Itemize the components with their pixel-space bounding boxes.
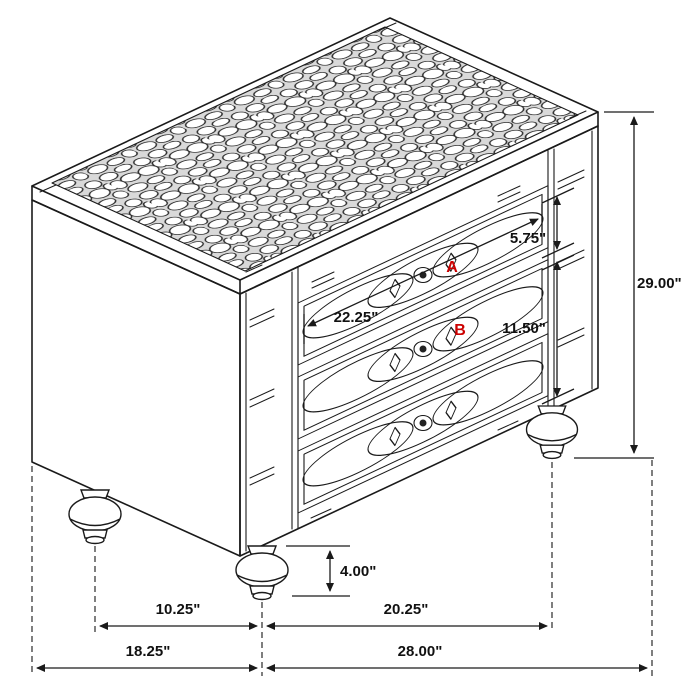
drawer-knob-middle (413, 340, 433, 358)
projection-guides (31, 460, 653, 676)
dim-label-front-foot-spacing: 20.25" (384, 601, 429, 618)
dim-lower-drawers: 11.50" (502, 254, 575, 405)
dim-label-overall-width: 28.00" (398, 643, 443, 660)
dim-label-overall-height: 29.00" (637, 275, 682, 292)
drawer-knob-bottom (413, 414, 433, 432)
dim-overall-height: 29.00" (574, 111, 682, 459)
marker-a: A (446, 259, 458, 276)
dim-label-top-drawer: 5.75" (510, 230, 546, 247)
dim-label-side-foot-spacing: 10.25" (156, 601, 201, 618)
dim-overall-width: 28.00" (266, 643, 648, 672)
dim-side-foot-spacing: 10.25" (99, 601, 258, 630)
dim-label-foot-height: 4.00" (340, 563, 376, 580)
top-surface (31, 17, 599, 281)
dim-label-drawer-width: 22.25" (334, 309, 379, 326)
dim-overall-depth: 18.25" (36, 643, 258, 672)
dim-foot-height: 4.00" (286, 545, 376, 597)
top-edge-band (31, 111, 599, 295)
drawer-bottom (297, 333, 549, 514)
dim-front-foot-spacing: 20.25" (266, 601, 548, 630)
dim-label-overall-depth: 18.25" (126, 643, 171, 660)
pebble-pattern (52, 27, 578, 271)
dim-label-lower-drawers: 11.50" (502, 320, 546, 337)
dim-drawer-width: 22.25" (303, 204, 543, 344)
marker-b: B (454, 322, 466, 339)
nightstand-body (31, 17, 599, 601)
foot-right (525, 405, 579, 460)
